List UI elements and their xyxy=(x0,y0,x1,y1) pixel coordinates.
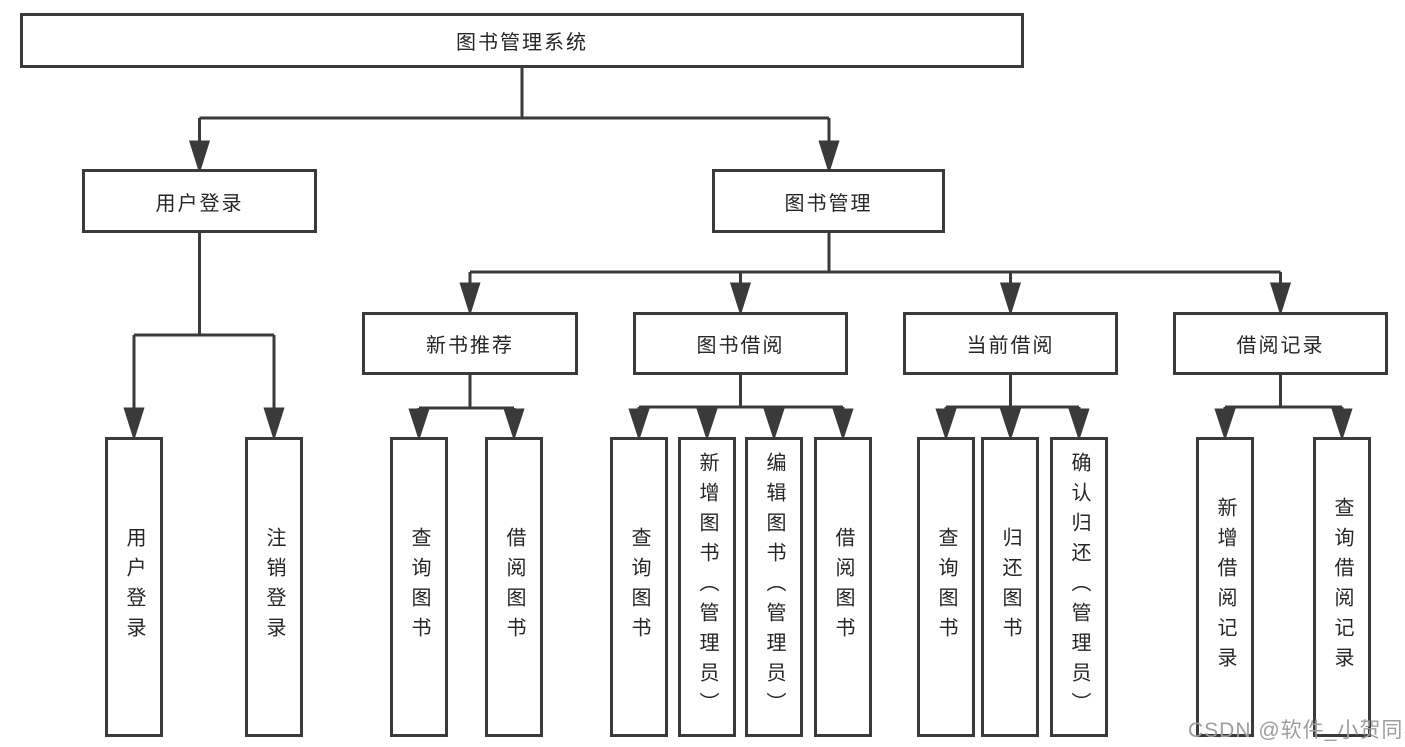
arrowhead-icon xyxy=(999,282,1022,316)
leaf-return-books: 归还图书 xyxy=(981,437,1039,737)
node-book-borrow-label: 图书借阅 xyxy=(696,335,785,357)
arrowhead-icon xyxy=(1214,408,1236,441)
arrowhead-icon xyxy=(188,140,211,174)
leaf-current-query-books: 查询图书 xyxy=(917,437,975,737)
leaf-current-query-books-label: 查询图书 xyxy=(935,527,957,647)
connector-recommend-to-leaves xyxy=(408,375,525,441)
arrowhead-icon xyxy=(763,408,785,441)
leaf-add-borrow-record: 新增借阅记录 xyxy=(1196,437,1254,737)
node-book-management: 图书管理 xyxy=(712,169,945,233)
leaf-return-books-label: 归还图书 xyxy=(999,527,1021,647)
arrowhead-icon xyxy=(832,408,854,441)
leaf-borrow-query-books: 查询图书 xyxy=(610,437,668,737)
node-current-borrow: 当前借阅 xyxy=(903,312,1118,375)
node-root: 图书管理系统 xyxy=(20,13,1024,68)
leaf-add-books-admin: 新增图书（管理员） xyxy=(678,437,736,737)
arrowhead-icon xyxy=(459,282,481,316)
leaf-user-login: 用户登录 xyxy=(105,437,163,737)
connector-root-to-level2 xyxy=(188,68,840,174)
leaf-add-books-admin-label: 新增图书（管理员） xyxy=(696,452,718,722)
leaf-borrow-books-label: 借阅图书 xyxy=(832,527,854,647)
leaf-logout-label: 注销登录 xyxy=(263,527,285,647)
leaf-recommend-query-books: 查询图书 xyxy=(390,437,448,737)
leaf-add-borrow-record-label: 新增借阅记录 xyxy=(1214,497,1236,677)
connector-borrow-to-leaves xyxy=(628,375,854,441)
node-new-book-recommend-label: 新书推荐 xyxy=(426,335,514,357)
arrowhead-icon xyxy=(696,408,718,441)
leaf-borrow-query-books-label: 查询图书 xyxy=(628,527,650,647)
connector-user-login-to-leaves xyxy=(123,233,285,441)
arrowhead-icon xyxy=(818,140,840,174)
arrowhead-icon xyxy=(123,407,145,441)
arrowhead-icon xyxy=(263,407,285,441)
connector-records-to-leaves xyxy=(1214,375,1353,441)
node-current-borrow-label: 当前借阅 xyxy=(966,335,1055,357)
node-borrow-records: 借阅记录 xyxy=(1173,312,1388,375)
leaf-recommend-query-books-label: 查询图书 xyxy=(408,527,430,647)
node-root-label: 图书管理系统 xyxy=(456,32,588,54)
connector-current-to-leaves xyxy=(935,375,1090,441)
leaf-confirm-return-admin-label: 确认归还（管理员） xyxy=(1068,452,1090,722)
arrowhead-icon xyxy=(503,408,525,441)
connector-book-management-to-sections xyxy=(459,233,1292,316)
node-book-borrow: 图书借阅 xyxy=(633,312,848,375)
arrowhead-icon xyxy=(628,408,650,441)
csdn-watermark: CSDN @软件_小贺同学 xyxy=(1188,719,1405,742)
arrowhead-icon xyxy=(729,282,752,316)
arrowhead-icon xyxy=(935,408,957,441)
node-user-login: 用户登录 xyxy=(82,169,317,233)
leaf-recommend-borrow-books-label: 借阅图书 xyxy=(503,527,525,647)
node-borrow-records-label: 借阅记录 xyxy=(1236,335,1325,357)
leaf-logout: 注销登录 xyxy=(245,437,303,737)
node-new-book-recommend: 新书推荐 xyxy=(362,312,578,375)
leaf-confirm-return-admin: 确认归还（管理员） xyxy=(1050,437,1108,737)
arrowhead-icon xyxy=(408,408,430,441)
leaf-borrow-books: 借阅图书 xyxy=(814,437,872,737)
leaf-user-login-label: 用户登录 xyxy=(123,527,145,647)
node-user-login-label: 用户登录 xyxy=(155,192,244,215)
node-book-management-label: 图书管理 xyxy=(784,192,873,215)
leaf-query-borrow-record: 查询借阅记录 xyxy=(1313,437,1371,737)
leaf-edit-books-admin: 编辑图书（管理员） xyxy=(745,437,803,737)
arrowhead-icon xyxy=(1269,282,1292,316)
leaf-query-borrow-record-label: 查询借阅记录 xyxy=(1331,497,1353,677)
arrowhead-icon xyxy=(1068,408,1090,441)
arrowhead-icon xyxy=(1331,408,1353,441)
leaf-edit-books-admin-label: 编辑图书（管理员） xyxy=(763,452,785,722)
arrowhead-icon xyxy=(999,408,1022,441)
leaf-recommend-borrow-books: 借阅图书 xyxy=(485,437,543,737)
